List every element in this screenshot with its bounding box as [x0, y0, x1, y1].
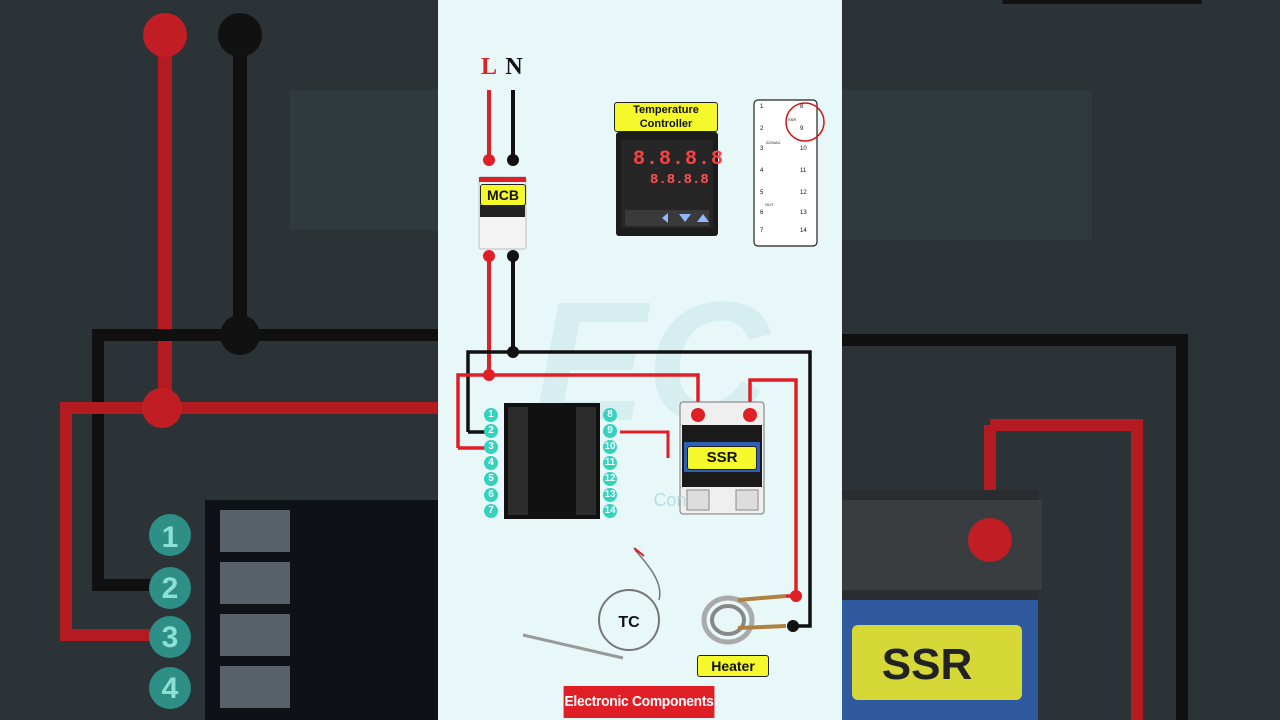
pinout-diagram	[753, 99, 825, 247]
terminal-number: 8	[603, 408, 617, 422]
terminal-number: 13	[603, 488, 617, 502]
pinout-pin: 12	[800, 190, 807, 196]
terminal-number: 12	[603, 472, 617, 486]
terminal-number: 4	[484, 456, 498, 470]
wiring-lines: EC	[456, 90, 825, 660]
live-bus	[456, 373, 700, 448]
terminal-number: 6	[484, 488, 498, 502]
pinout-pin: 11	[800, 168, 807, 174]
pinout-pin: 4	[760, 168, 764, 174]
terminal-number: 5	[484, 472, 498, 486]
left-zoom-wires	[0, 0, 438, 720]
pinout-pin: 7	[760, 228, 764, 234]
terminal-number: 14	[603, 504, 617, 518]
pinout-pin: 13	[800, 210, 807, 216]
terminal-number: 10	[603, 440, 617, 454]
controller-display-top: 8.8.8.8	[633, 148, 725, 171]
thermocouple-label: TC	[618, 614, 640, 631]
line-label: L	[480, 54, 497, 80]
terminal-number: 7	[484, 504, 498, 518]
terminal-number: 9	[603, 424, 617, 438]
pinout-pin: 9	[800, 126, 804, 132]
terminal-number: 3	[484, 440, 498, 454]
left-zoom-background: 1 2 3 4	[0, 0, 438, 720]
watermark-text: Con	[653, 490, 687, 510]
pinout-pin: 10	[800, 146, 807, 152]
temperature-controller-label: Temperature Controller	[614, 102, 718, 132]
thermocouple-probe	[522, 547, 661, 660]
pinout-pin: 6	[760, 210, 764, 216]
neutral-label: N	[505, 54, 523, 80]
controller-display-bottom: 8.8.8.8	[650, 172, 709, 188]
pinout-pin: 8	[800, 104, 804, 110]
temperature-controller-device	[616, 132, 718, 236]
pinout-pin: 14	[800, 228, 807, 234]
heater-label: Heater	[697, 655, 769, 677]
terminal-number: 11	[603, 456, 617, 470]
bg-number-4: 4	[161, 672, 179, 705]
pinout-voltage-text: 220VAC	[766, 140, 781, 145]
heater-coil	[701, 594, 787, 645]
pinout-pin: 3	[760, 146, 764, 152]
pinout-ssr-text: SSR	[788, 117, 797, 122]
ssr-label: SSR	[687, 446, 757, 470]
bg-number-2: 2	[161, 572, 179, 605]
pinout-pin: 1	[760, 104, 764, 110]
pinout-pin: 5	[760, 190, 764, 196]
right-zoom-wires	[842, 0, 1280, 720]
right-zoom-background: SSR	[842, 0, 1280, 720]
pinout-out-text: OUT	[765, 202, 774, 207]
brand-banner: Electronic Components	[563, 686, 715, 718]
bg-number-1: 1	[161, 521, 179, 554]
pinout-pin: 2	[760, 126, 764, 132]
bg-number-3: 3	[161, 621, 179, 654]
bg-ssr-label: SSR	[881, 640, 973, 689]
terminal-number: 1	[484, 408, 498, 422]
wiring-diagram-panel: EC	[438, 0, 842, 720]
controller-terminal-block	[504, 403, 600, 519]
mcb-label: MCB	[480, 184, 526, 206]
neutral-bus	[466, 350, 812, 628]
terminal-number: 2	[484, 424, 498, 438]
